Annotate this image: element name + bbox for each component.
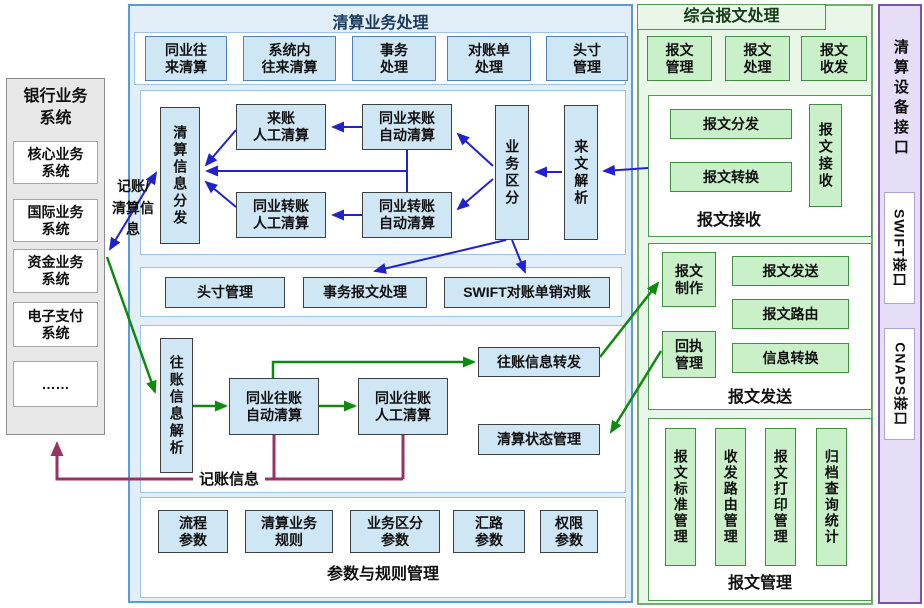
param-routing: 汇路 参数: [453, 510, 525, 553]
node-message-receive-side: 报文接收: [809, 104, 842, 207]
node-swift-statement-reconciliation: SWIFT对账单销对账: [444, 277, 610, 308]
node-transfer-auto-clearing: 同业转账 自动清算: [362, 192, 452, 238]
node-business-classification: 业务区分: [495, 105, 529, 240]
module-interbank-clearing: 同业往 来清算: [145, 36, 227, 81]
message-receive-label: 报文接收: [696, 212, 761, 229]
module-position-management: 头寸 管理: [546, 36, 628, 81]
message-send-label: 报文发送: [727, 389, 792, 406]
interface-cnaps-label: CNAPS接口: [891, 341, 908, 426]
node-incoming-auto-clearing: 同业来账 自动清算: [362, 104, 452, 150]
node-message-dispatch: 报文分发: [670, 109, 792, 139]
messaging-section-title: 综合报文处理: [637, 4, 826, 30]
node-outgoing-info-forward: 往账信息转发: [478, 347, 600, 377]
interface-strip-title: 清算设备接口: [891, 39, 909, 159]
bank-item-international-system: 国际业务 系统: [13, 199, 98, 242]
booking-info-label: 记账信息: [193, 469, 265, 491]
module-message-processing: 报文 处理: [725, 36, 790, 81]
module-intrasystem-clearing: 系统内 往来清算: [243, 36, 336, 81]
clearing-section-title: 清算业务处理: [332, 15, 429, 32]
module-message-management: 报文 管理: [647, 36, 712, 81]
node-message-create: 报文 制作: [662, 252, 716, 307]
param-business-classification: 业务区分 参数: [350, 510, 440, 553]
module-statement-processing: 对账单 处理: [447, 36, 531, 81]
node-message-standard-management: 报文标准管理: [665, 428, 696, 566]
node-transfer-manual-clearing: 同业转账 人工清算: [236, 192, 326, 238]
node-transaction-message-processing: 事务报文处理: [303, 277, 427, 308]
node-message-send: 报文发送: [732, 256, 849, 286]
module-message-sendreceive: 报文 收发: [801, 36, 867, 81]
message-manage-label: 报文管理: [727, 575, 792, 592]
node-outgoing-auto-clearing: 同业往账 自动清算: [229, 378, 319, 435]
interface-strip: [878, 4, 922, 604]
node-position-management: 头寸管理: [165, 277, 285, 308]
node-sendreceive-route-management: 收发路由管理: [715, 428, 746, 566]
interface-cnaps: CNAPS接口: [884, 328, 915, 440]
node-outgoing-info-parse: 往账信息解析: [160, 338, 193, 473]
bank-item-ellipsis: ……: [13, 361, 98, 407]
bank-panel-title: 银行业务 系统: [23, 88, 88, 127]
node-clearing-info-dispatch: 清算信息分发: [160, 107, 200, 244]
module-transaction-processing: 事务 处理: [352, 36, 436, 81]
interface-swift-label: SWIFT接口: [891, 208, 908, 288]
params-section-label: 参数与规则管理: [326, 566, 439, 583]
node-clearing-status-management: 清算状态管理: [478, 424, 600, 455]
node-archive-query-statistics: 归档查询统计: [816, 428, 847, 566]
node-message-convert: 报文转换: [670, 162, 792, 192]
interface-swift: SWIFT接口: [884, 192, 915, 304]
bank-item-treasury-system: 资金业务 系统: [13, 249, 98, 293]
bank-item-core-system: 核心业务 系统: [13, 141, 98, 184]
node-inbound-message-parse: 来文解析: [564, 105, 598, 240]
bank-link-label: 记账/ 清算信息: [112, 178, 154, 238]
node-message-route: 报文路由: [732, 299, 849, 329]
node-outgoing-manual-clearing: 同业往账 人工清算: [358, 378, 448, 435]
node-info-convert: 信息转换: [732, 343, 849, 373]
param-permissions: 权限 参数: [540, 510, 598, 553]
node-incoming-manual-clearing: 来账 人工清算: [236, 104, 326, 150]
bank-item-epayment-system: 电子支付 系统: [13, 302, 98, 347]
node-message-print-management: 报文打印管理: [765, 428, 796, 566]
param-clearing-rules: 清算业务 规则: [245, 510, 333, 553]
param-process: 流程 参数: [158, 510, 228, 553]
node-receipt-management: 回执 管理: [662, 331, 716, 378]
